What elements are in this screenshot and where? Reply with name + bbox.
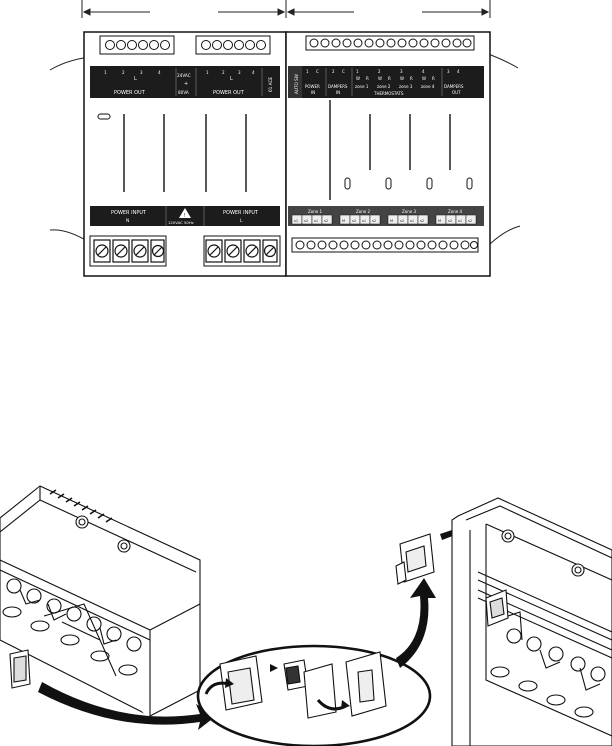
power-in-sub: IN	[311, 90, 315, 95]
power-out-left-label: POWER OUT	[114, 90, 146, 96]
left-bottom-label-panel: POWER INPUT N ! 120VAC 50Hz POWER INPUT …	[90, 206, 280, 226]
power-in-title: POWER	[305, 84, 320, 89]
thermostats-label: THERMOSTATS	[373, 91, 404, 96]
dampers-out-num4: 4	[457, 69, 460, 74]
left-top-label-panel: 1 2 3 4 1 2 3 4 L L POWER OUT POWER OUT …	[90, 66, 280, 98]
right-term-num: 1	[206, 70, 209, 75]
zone4-sub-r: R	[432, 76, 435, 81]
zone3-group-title: Zone 3	[402, 209, 416, 214]
insert-arrow-icon	[270, 664, 278, 672]
dampers-in-num: 2	[332, 69, 335, 74]
right-led-slots	[344, 177, 473, 190]
detail-oval	[196, 644, 432, 746]
right-top-label-panel: AUTO SW 1 C POWER IN 2 C DAMPERS IN 1 W …	[288, 66, 484, 98]
enclosure-isometric-right	[451, 497, 612, 746]
left-term-num: 4	[158, 70, 161, 75]
curved-arrow-icon	[38, 682, 216, 730]
dampers-out-num3: 3	[447, 69, 450, 74]
zone2-num: 2	[378, 69, 381, 74]
term-label: s1	[294, 219, 298, 223]
zone1-sub-w: W	[356, 76, 360, 81]
dampers-in-title: DAMPERS	[328, 84, 348, 89]
term-label: s2	[372, 219, 376, 223]
left-bottom-terminals	[89, 235, 281, 267]
svg-text:!: !	[184, 213, 186, 219]
power-in-c: C	[316, 69, 319, 74]
term-label: s2	[324, 219, 328, 223]
term-label: s2	[448, 219, 452, 223]
voltage-label: 24VAC	[177, 73, 191, 78]
right-module: AUTO SW 1 C POWER IN 2 C DAMPERS IN 1 W …	[285, 31, 491, 277]
zone3-name: zone 3	[399, 84, 413, 89]
zone3-num: 3	[400, 69, 403, 74]
dampers-in-sub: IN	[336, 90, 340, 95]
term-label: M	[390, 219, 393, 223]
right-term-num: 3	[238, 70, 241, 75]
left-term-num: 2	[122, 70, 125, 75]
dampers-out-title: DAMPERS	[444, 84, 464, 89]
left-channel-lines	[123, 114, 247, 192]
zone4-name: zone 4	[421, 84, 435, 89]
term-label: s2	[468, 219, 472, 223]
term-label: s2	[304, 219, 308, 223]
zone1-group-title: Zone 1	[308, 209, 322, 214]
zone2-sub-r: R	[388, 76, 391, 81]
dampers-in-c: C	[342, 69, 345, 74]
zone2-sub-w: W	[378, 76, 382, 81]
zone1-name: zone 1	[355, 84, 369, 89]
right-channel-lines	[329, 100, 451, 200]
term-label: s2	[420, 219, 424, 223]
term-label: s2	[352, 219, 356, 223]
zone4-sub-w: W	[422, 76, 426, 81]
zone4-num: 4	[422, 69, 425, 74]
zone1-num: 1	[356, 69, 359, 74]
phase-right-label: L	[230, 76, 233, 82]
left-term-num: 3	[140, 70, 143, 75]
zone2-group-title: Zone 2	[356, 209, 370, 214]
term-label: s2	[400, 219, 404, 223]
right-bottom-label-panel: Zone 1 Zone 2 Zone 3 Zone 4 s1 s2 s1 s2	[288, 206, 484, 226]
term-label: s1	[410, 219, 414, 223]
warning-voltage-label: 120VAC 50Hz	[168, 220, 194, 225]
left-term-num: 1	[104, 70, 107, 75]
power-input-right-sub: L	[240, 218, 243, 224]
power-input-left-label: POWER INPUT	[111, 210, 147, 216]
phase-left-label: L	[134, 76, 137, 82]
clip-part	[395, 533, 435, 585]
right-term-num: 4	[252, 70, 255, 75]
dampers-out-sub: OUT	[452, 90, 461, 95]
zone2-name: zone 2	[377, 84, 391, 89]
right-bottom-terminal-strip	[291, 237, 479, 253]
term-label: s1	[314, 219, 318, 223]
left-top-terminal-block	[99, 35, 271, 55]
warning-icon	[179, 208, 191, 218]
zone3-sub-w: W	[400, 76, 404, 81]
zone1-sub-r: R	[366, 76, 369, 81]
up-curved-arrow-icon	[396, 578, 436, 668]
zone3-sub-r: R	[410, 76, 413, 81]
power-input-left-sub: N	[126, 218, 129, 224]
term-label: M	[342, 219, 345, 223]
side-code-label: 01 ACE	[268, 77, 273, 92]
term-label: s1	[458, 219, 462, 223]
status-led	[97, 113, 111, 120]
right-top-terminal-strip	[305, 35, 475, 51]
enclosure-isometric-left	[0, 485, 201, 720]
power-input-right-label: POWER INPUT	[223, 210, 259, 216]
dimension-lines	[81, 0, 491, 18]
power-in-num: 1	[306, 69, 309, 74]
left-module: 1 2 3 4 1 2 3 4 L L POWER OUT POWER OUT …	[83, 31, 287, 277]
right-term-num: 2	[222, 70, 225, 75]
term-label: s1	[362, 219, 366, 223]
plus-label: +	[184, 81, 188, 87]
zone4-group-title: Zone 4	[448, 209, 462, 214]
power-out-right-label: POWER OUT	[213, 90, 245, 96]
term-label: M	[438, 219, 441, 223]
auto-sw-label: AUTO SW	[294, 74, 299, 94]
amps-label: 80VA	[178, 90, 189, 95]
